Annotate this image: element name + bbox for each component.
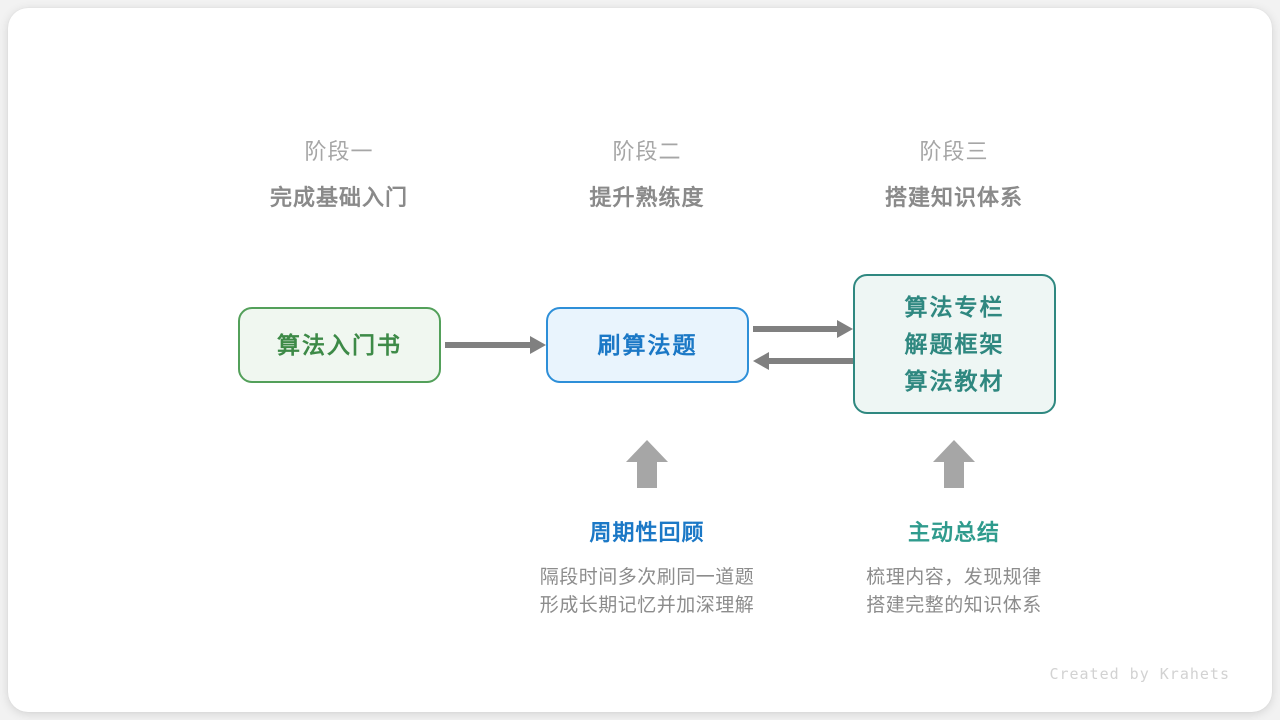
stage-header-2: 阶段二 提升熟练度	[517, 137, 777, 213]
annotation-periodic-review-desc-line-1: 隔段时间多次刷同一道题	[539, 567, 755, 588]
arrow-shaft	[765, 358, 853, 364]
stage-label-3: 阶段三	[919, 139, 989, 164]
node-knowledge-system[interactable]: 算法专栏 解题框架 算法教材	[853, 274, 1056, 414]
diagram-card: 阶段一 完成基础入门 阶段二 提升熟练度 阶段三 搭建知识体系 算法入门书 刷算…	[8, 8, 1272, 712]
node-intro-book-line-1: 算法入门书	[277, 331, 402, 358]
node-practice-problems-line-1: 刷算法题	[597, 331, 698, 358]
node-practice-problems[interactable]: 刷算法题	[546, 307, 749, 383]
node-knowledge-system-line-2: 解题框架	[904, 330, 1005, 357]
annotation-active-summary: 主动总结 梳理内容，发现规律 搭建完整的知识体系	[804, 518, 1104, 620]
node-knowledge-system-line-3: 算法教材	[904, 367, 1005, 394]
annotation-active-summary-desc-line-2: 搭建完整的知识体系	[866, 595, 1042, 616]
node-knowledge-system-line-1: 算法专栏	[904, 293, 1005, 320]
arrow-shaft	[445, 342, 534, 348]
stage-title-1: 完成基础入门	[269, 185, 408, 210]
stage-header-1: 阶段一 完成基础入门	[209, 137, 469, 213]
arrow-system-to-practice-icon	[753, 352, 853, 370]
footer-credit: Created by Krahets	[1049, 665, 1230, 683]
arrow-head	[530, 336, 546, 354]
annotation-periodic-review: 周期性回顾 隔段时间多次刷同一道题 形成长期记忆并加深理解	[497, 518, 797, 620]
node-intro-book[interactable]: 算法入门书	[238, 307, 441, 383]
arrow-stem	[637, 461, 657, 488]
arrow-shaft	[753, 326, 841, 332]
arrow-head	[933, 440, 975, 462]
stage-title-3: 搭建知识体系	[884, 185, 1023, 210]
arrow-book-to-practice-icon	[445, 336, 546, 354]
arrow-up-review-icon	[626, 440, 668, 488]
arrow-practice-to-system-icon	[753, 320, 853, 338]
annotation-periodic-review-desc-line-2: 形成长期记忆并加深理解	[539, 595, 755, 616]
stage-header-3: 阶段三 搭建知识体系	[824, 137, 1084, 213]
stage-label-2: 阶段二	[612, 139, 682, 164]
arrow-head	[837, 320, 853, 338]
annotation-periodic-review-title: 周期性回顾	[589, 520, 705, 545]
arrow-stem	[944, 461, 964, 488]
stage-title-2: 提升熟练度	[589, 185, 705, 210]
stage-label-1: 阶段一	[304, 139, 374, 164]
annotation-active-summary-title: 主动总结	[907, 520, 1000, 545]
arrow-up-summary-icon	[933, 440, 975, 488]
annotation-active-summary-desc-line-1: 梳理内容，发现规律	[866, 567, 1042, 588]
arrow-head	[626, 440, 668, 462]
arrow-head	[753, 352, 769, 370]
